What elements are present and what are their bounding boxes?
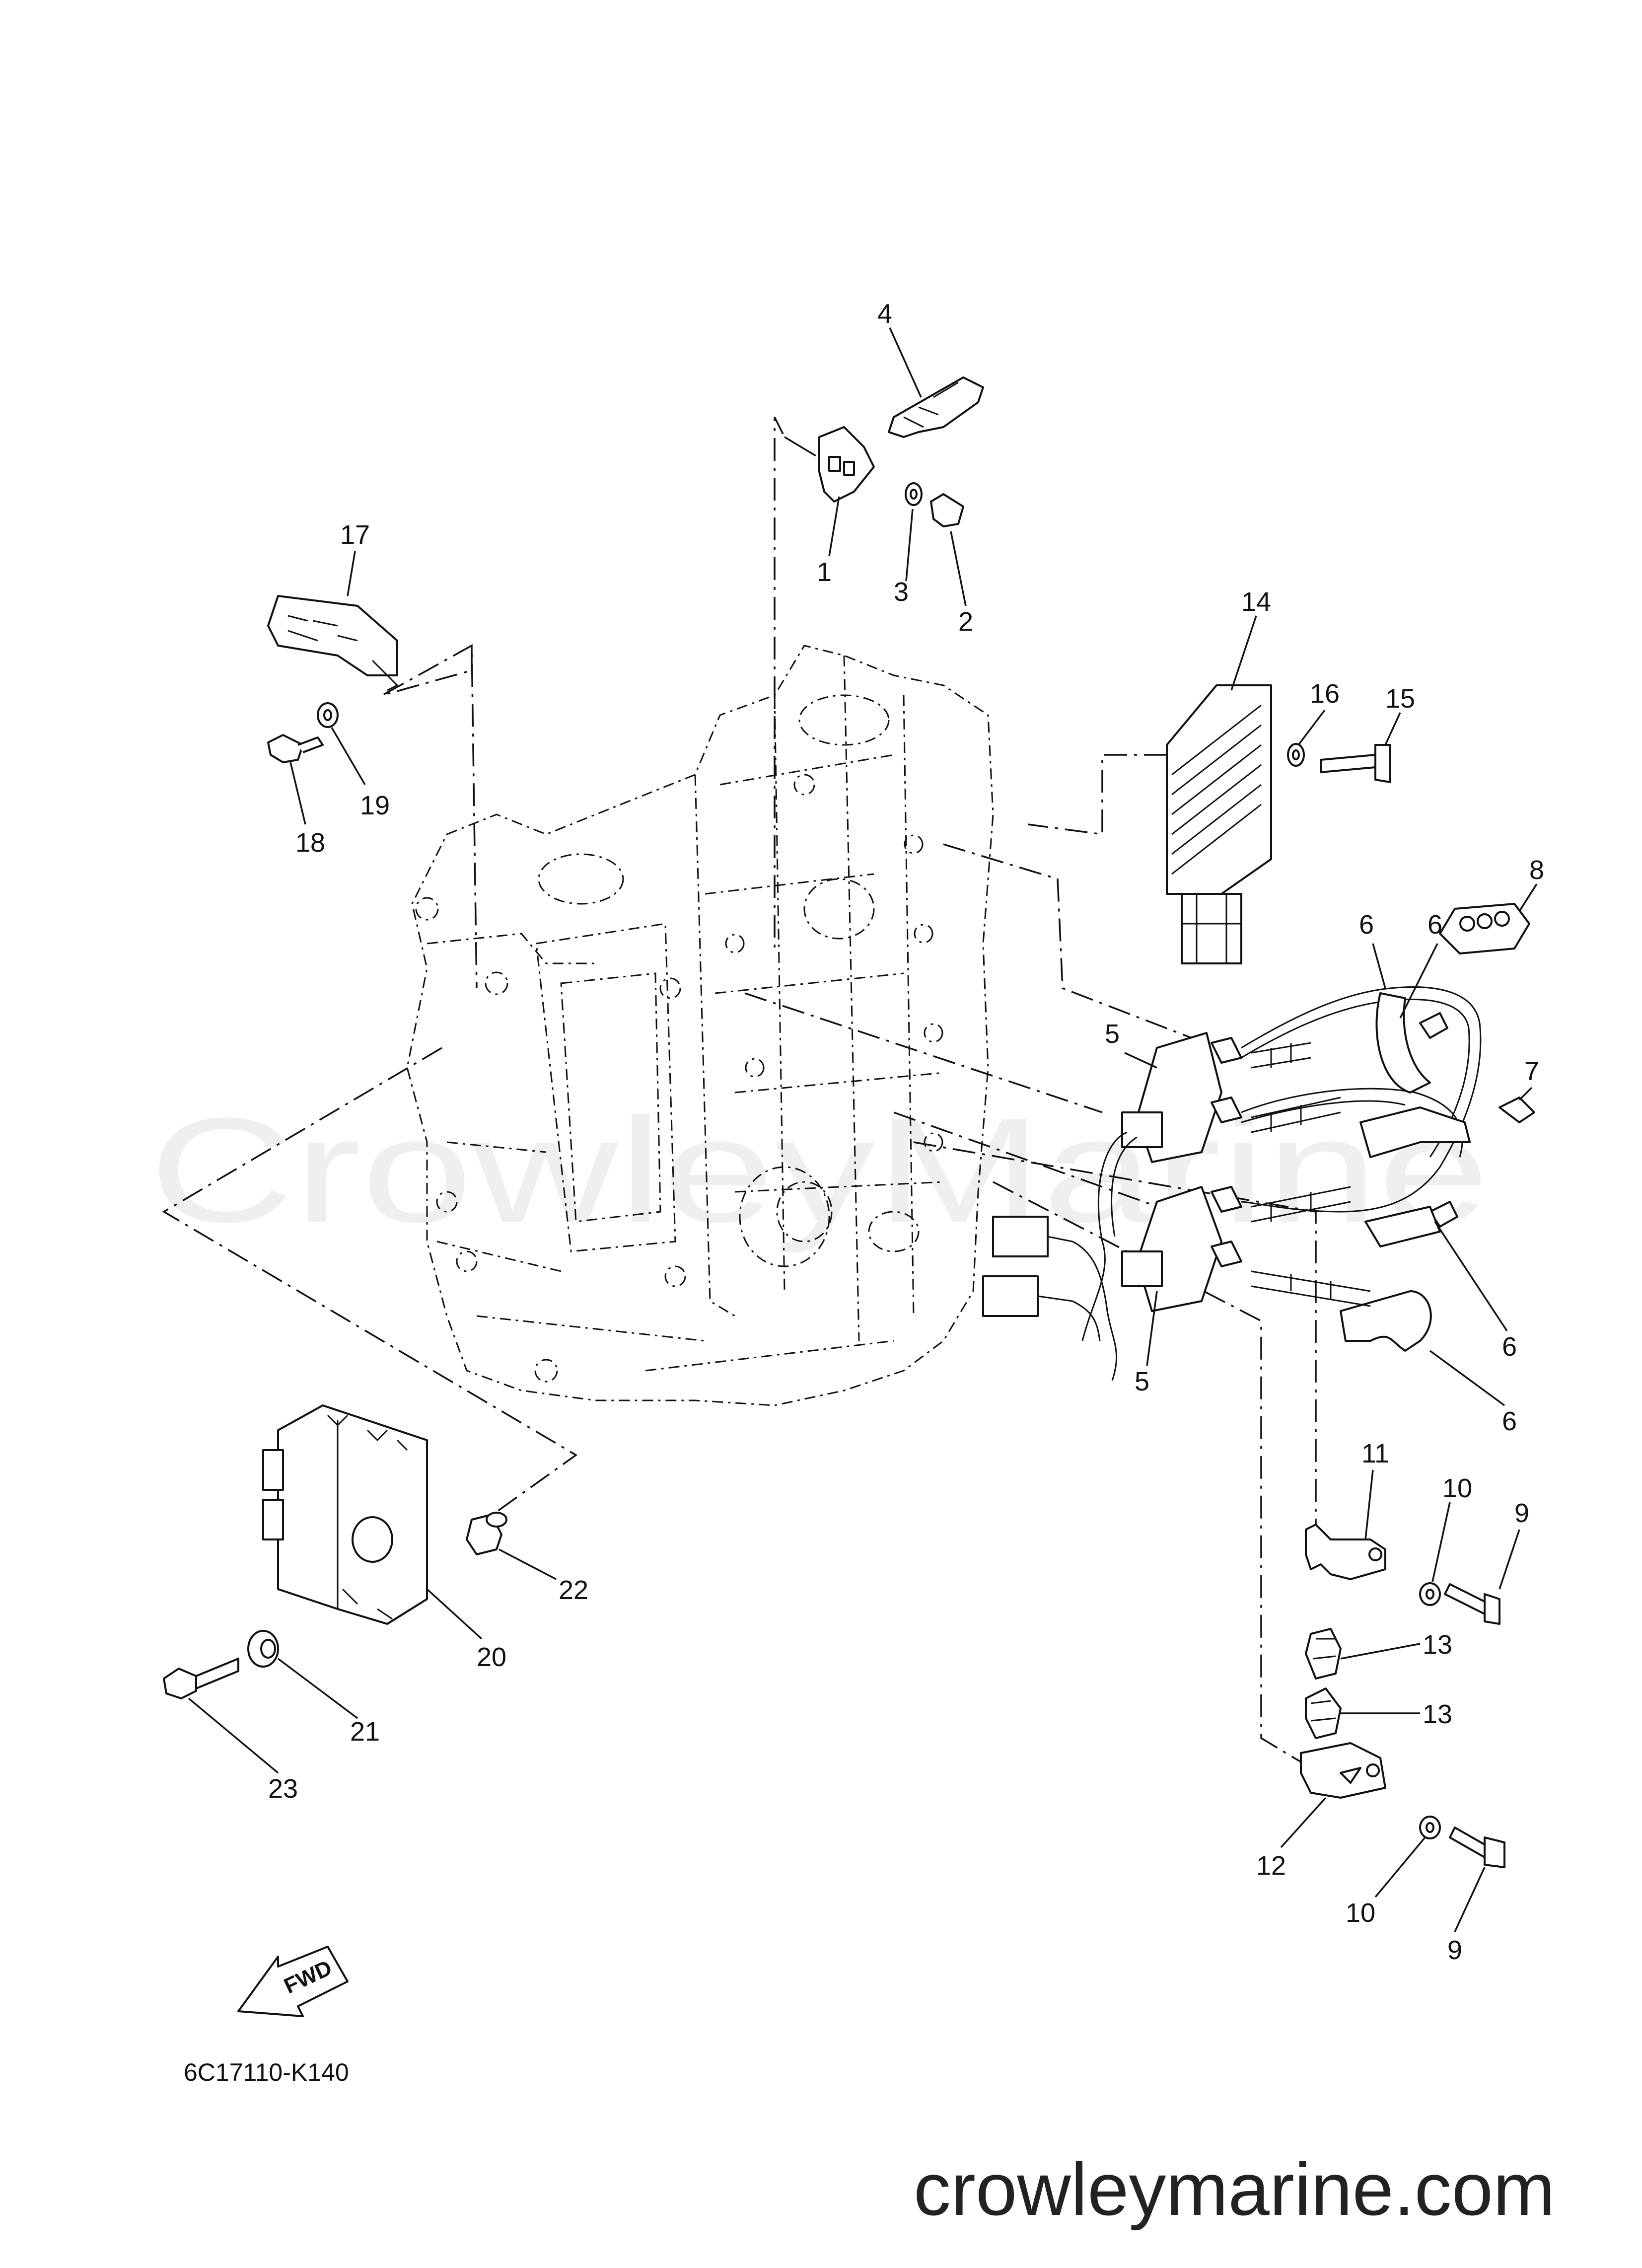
- callout-20: 20: [477, 1642, 506, 1672]
- part-22-collar: [466, 1512, 507, 1555]
- callout-12: 12: [1256, 1851, 1286, 1881]
- callout-5-lower: 5: [1135, 1367, 1149, 1396]
- part-16-washer: [1287, 743, 1305, 767]
- callout-6-b: 6: [1428, 910, 1442, 940]
- callout-labels: 1 2 3 4 5 5 6 6 6 6 7 8 9 9 10 10 11 12 …: [268, 299, 1544, 1965]
- part-12-bracket: [1300, 1742, 1386, 1799]
- part-9-bolt-upper: [1444, 1583, 1500, 1625]
- callout-16: 16: [1310, 679, 1340, 709]
- part-6-plug-caps: [1340, 992, 1471, 1352]
- callout-19: 19: [360, 791, 390, 820]
- callout-9-upper: 9: [1514, 1498, 1529, 1528]
- part-9-bolt-lower: [1449, 1827, 1505, 1868]
- part-7-clip: [1499, 1097, 1535, 1123]
- callout-18: 18: [295, 828, 325, 858]
- part-8-clamp: [1439, 903, 1530, 954]
- part-15-bolt: [1320, 744, 1391, 783]
- part-4-sensor-cover: [888, 376, 984, 438]
- callout-13-upper: 13: [1423, 1630, 1452, 1660]
- callout-2: 2: [958, 607, 973, 637]
- callout-1: 1: [817, 557, 832, 587]
- part-13-clip-lower: [1305, 1687, 1342, 1739]
- callout-6-c: 6: [1502, 1332, 1517, 1362]
- callout-15: 15: [1385, 684, 1415, 714]
- callout-9-lower: 9: [1447, 1935, 1462, 1965]
- spark-plugs: [1251, 1042, 1371, 1307]
- part-3-washer: [905, 482, 923, 506]
- callout-6-a: 6: [1359, 910, 1374, 940]
- part-10-washer-upper: [1419, 1582, 1441, 1606]
- callout-11: 11: [1361, 1439, 1389, 1468]
- drawing-code: 6C17110-K140: [184, 2058, 349, 2086]
- part-18-bolt: [267, 734, 324, 763]
- callout-17: 17: [340, 520, 370, 550]
- callout-5-upper: 5: [1105, 1019, 1120, 1049]
- website-footer: crowleymarine.com: [914, 2147, 1555, 2231]
- part-1-sensor: [818, 426, 875, 503]
- part-11-bracket: [1305, 1524, 1386, 1580]
- part-17-cover: [267, 595, 399, 691]
- callout-23: 23: [268, 1774, 298, 1804]
- part-21-grommet: [247, 1630, 279, 1668]
- watermark: CrowleyMarine: [149, 1087, 1490, 1254]
- part-20-ecu: [262, 1404, 428, 1625]
- part-19-washer: [317, 702, 339, 728]
- part-14-rectifier: [1166, 684, 1272, 964]
- callout-10-upper: 10: [1442, 1473, 1472, 1503]
- callout-4: 4: [877, 299, 892, 329]
- part-23-bolt: [163, 1658, 239, 1699]
- part-2-bolt: [930, 493, 964, 527]
- engine-block-outline: [406, 645, 994, 1406]
- part-5-ignition-coils: [1121, 1032, 1242, 1312]
- callout-13-lower: 13: [1423, 1699, 1452, 1729]
- callout-10-lower: 10: [1346, 1898, 1375, 1928]
- part-10-washer-lower: [1419, 1816, 1441, 1839]
- callout-21: 21: [350, 1717, 380, 1747]
- callout-6-d: 6: [1502, 1406, 1517, 1436]
- part-13-clip-upper: [1305, 1628, 1342, 1680]
- callout-7: 7: [1524, 1056, 1539, 1086]
- callout-8: 8: [1529, 855, 1544, 885]
- callout-14: 14: [1241, 587, 1271, 617]
- leader-lines: [188, 327, 1538, 1932]
- callout-22: 22: [559, 1575, 588, 1605]
- wiring-harness: [982, 986, 1482, 1381]
- callout-3: 3: [894, 577, 909, 607]
- fwd-direction-arrow: FWD: [237, 1946, 349, 2017]
